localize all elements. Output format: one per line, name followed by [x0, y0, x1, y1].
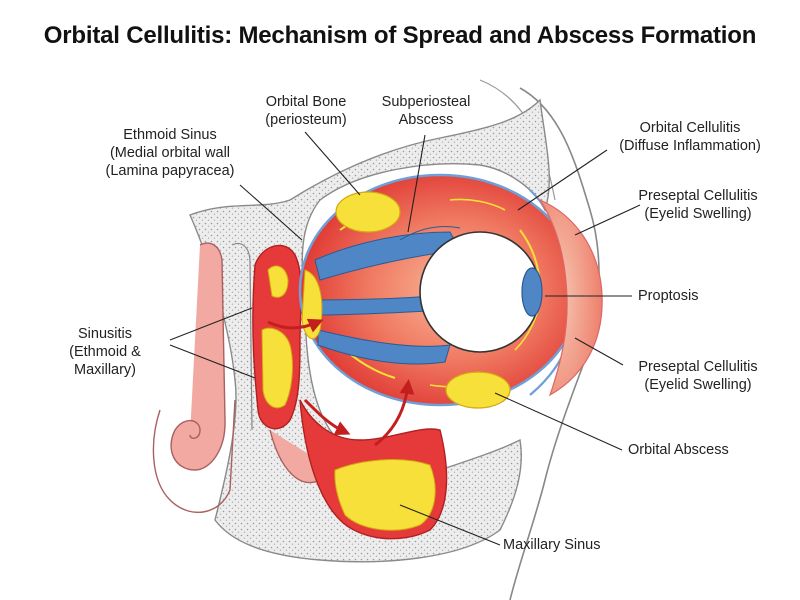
label-orbital-cellulitis: Orbital Cellulitis (Diffuse Inflammation…: [619, 120, 761, 154]
extraocular-muscles: [314, 226, 461, 365]
leader-preseptal-lower: [574, 337, 624, 366]
leader-sinusitis-1: [169, 307, 253, 341]
orbital-abscess-pocket: [445, 371, 511, 409]
leader-orbital-cellulitis: [517, 149, 608, 211]
label-orbital-abscess: Orbital Abscess: [628, 442, 729, 458]
label-preseptal-cellulitis-upper: Preseptal Cellulitis (Eyelid Swelling): [638, 188, 758, 222]
leader-orbital-abscess: [494, 392, 623, 451]
label-ethmoid-sinus: Ethmoid Sinus (Medial orbital wall (Lami…: [105, 127, 235, 179]
preseptal-swelling: [538, 198, 603, 397]
ethmoid-sinus: [252, 244, 302, 430]
leader-orbital-bone: [304, 131, 361, 196]
leader-subperiosteal: [407, 134, 426, 233]
page-title: Orbital Cellulitis: Mechanism of Spread …: [43, 22, 757, 49]
maxillary-sinus: [299, 399, 448, 540]
spread-arrows: [267, 318, 415, 447]
subperiosteal-abscess-pocket: [335, 191, 401, 233]
label-orbital-bone: Orbital Bone (periosteum): [265, 94, 347, 128]
leader-maxillary: [399, 504, 501, 546]
leader-lines: [169, 131, 641, 546]
label-proptosis: Proptosis: [638, 288, 699, 304]
label-subperiosteal-abscess: Subperiosteal Abscess: [381, 94, 471, 128]
abscesses: [301, 191, 511, 409]
label-sinusitis: Sinusitis (Ethmoid & Maxillary): [69, 326, 141, 378]
label-preseptal-cellulitis-lower: Preseptal Cellulitis (Eyelid Swelling): [638, 359, 758, 393]
eyeball: [419, 231, 543, 353]
leader-sinusitis-2: [169, 344, 256, 379]
leader-preseptal-upper: [574, 204, 641, 236]
leader-ethmoid: [239, 184, 303, 241]
label-maxillary-sinus: Maxillary Sinus: [503, 537, 601, 553]
